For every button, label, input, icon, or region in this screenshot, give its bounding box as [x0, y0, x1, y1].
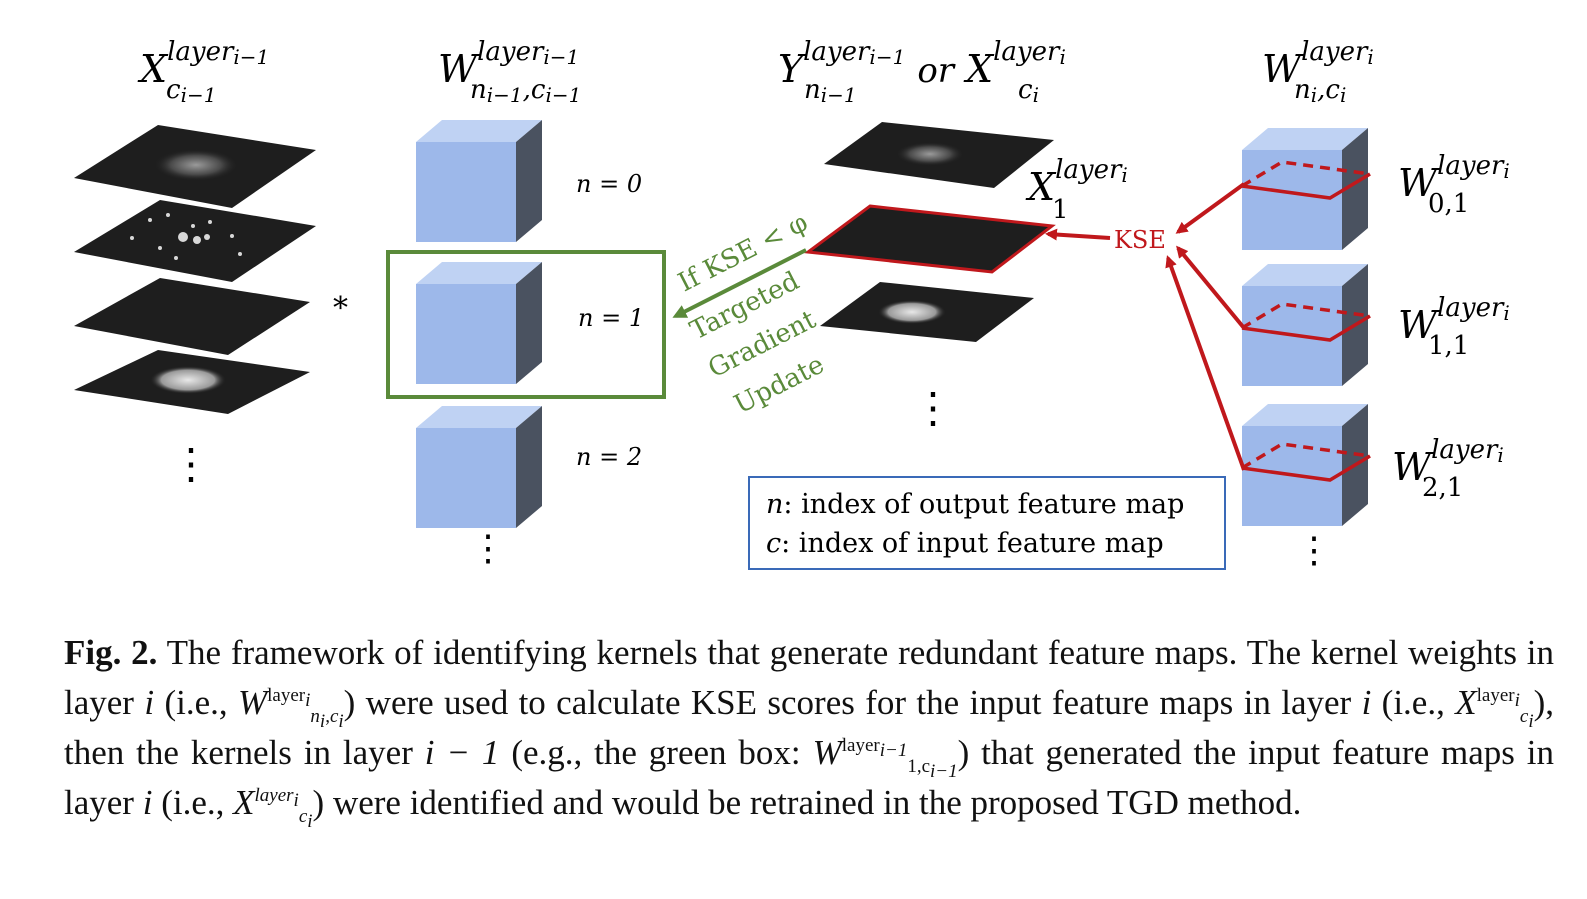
legend-line-n: n: index of output feature map: [766, 489, 1184, 520]
caption-math-x-layer: Xlayerici: [1455, 683, 1534, 732]
feature-map-dots: [130, 213, 242, 260]
layer-kernel-cube-w21: [1242, 404, 1368, 526]
kernel-cube-column: [416, 120, 542, 528]
layer-kernel-ellipsis: ⋮: [1296, 530, 1332, 571]
kernel-label-w11-sub: 1,1: [1428, 331, 1469, 361]
caption-text-1: The framework of identifying kernels tha…: [64, 633, 1554, 722]
kernel-label-n1: n = 1: [578, 304, 644, 332]
caption-text-2: (i.e.,: [164, 683, 228, 722]
figure-caption: Fig. 2. The framework of identifying ker…: [64, 628, 1555, 832]
kse-to-map-arrow: [1045, 228, 1111, 241]
input-feature-map-stack: [74, 125, 316, 414]
feature-map-texture: [878, 300, 946, 324]
header-input-maps-prev-layer-sub: ci−1: [166, 75, 216, 107]
legend-line-c: c: index of input feature map: [766, 528, 1164, 559]
kernel-label-w01-sub: 0,1: [1428, 189, 1469, 219]
kse-arrow-from-w11: [1176, 245, 1246, 330]
header-kernels-prev-layer-sub: ni−1,ci−1: [470, 75, 581, 107]
kse-arrow-from-w01: [1175, 182, 1246, 234]
framework-diagram: Xlayeri−1 ci−1 Wlayeri−1 ni−1,ci−1 Ylaye…: [74, 37, 1510, 571]
layer-kernel-cube-w11: [1242, 264, 1368, 386]
caption-math-w-layer: Wlayerini,ci: [237, 683, 344, 732]
output-feature-map-stack: [804, 122, 1056, 342]
feature-map-texture: [150, 366, 226, 394]
highlighted-map-label: Xlayeri: [1025, 155, 1128, 209]
kse-label: KSE: [1114, 226, 1166, 254]
kernel-cube-n1: [416, 262, 542, 384]
caption-text-6: (e.g., the green box:: [511, 733, 801, 772]
header-input-maps-prev-layer: Xlayeri−1: [137, 37, 269, 91]
legend-box: [748, 476, 1226, 570]
highlighted-feature-map: [804, 204, 1056, 274]
convolution-operator: *: [333, 291, 348, 326]
kernel-label-w11: Wlayeri: [1398, 293, 1510, 347]
caption-var-i: i: [144, 683, 155, 722]
feature-map-plane: [74, 278, 310, 355]
feature-map-texture: [896, 142, 964, 166]
caption-var-i: i: [1361, 683, 1372, 722]
kernel-label-n2: n = 2: [576, 443, 642, 471]
targeted-update-arrow: [672, 248, 807, 318]
feature-map-texture: [154, 149, 238, 181]
kernel-label-w01: Wlayeri: [1398, 151, 1510, 205]
caption-text-3: ) were used to calculate KSE scores for …: [343, 683, 1352, 722]
kse-arrow-from-w21: [1165, 255, 1246, 471]
selected-kernel-box: [386, 250, 666, 399]
kernel-cube-n2: [416, 406, 542, 528]
caption-var-i-minus-1: i − 1: [424, 733, 500, 772]
caption-text-7: ) that generated the input feature maps …: [64, 733, 1555, 822]
caption-math-x-layer-italic: Xlayerici: [233, 783, 313, 832]
header-kernels-layer: Wlayeri: [1262, 37, 1374, 91]
caption-text-4: (i.e.,: [1381, 683, 1445, 722]
header-output-maps-sub: ni−1: [804, 75, 857, 107]
kernel-cube-n0: [416, 120, 542, 242]
caption-text-9: ) were identified and would be retrained…: [312, 783, 1302, 822]
header-kernels-prev-layer: Wlayeri−1: [438, 37, 579, 91]
header-kernels-layer-sub: ni,ci: [1294, 75, 1346, 107]
caption-text-8: (i.e.,: [161, 783, 225, 822]
layer-kernel-cube-w01: [1242, 128, 1368, 250]
highlighted-map-label-sub: 1: [1052, 195, 1069, 225]
figure-label: Fig. 2.: [64, 633, 158, 672]
kernel-ellipsis: ⋮: [470, 528, 506, 569]
output-maps-ellipsis: ⋮: [912, 383, 954, 432]
kernel-label-w21: Wlayeri: [1392, 435, 1504, 489]
input-maps-ellipsis: ⋮: [170, 439, 212, 488]
caption-text-5: ), then the kernels in layer: [64, 683, 1554, 772]
caption-math-w-prev-layer: Wlayeri−11,ci−1: [812, 733, 958, 782]
kernel-slices: [1241, 160, 1371, 482]
caption-var-i: i: [142, 783, 153, 822]
kernel-label-n0: n = 0: [576, 170, 642, 198]
header-output-maps-sub2: ci: [1018, 75, 1039, 107]
kernel-label-w21-sub: 2,1: [1422, 473, 1463, 503]
